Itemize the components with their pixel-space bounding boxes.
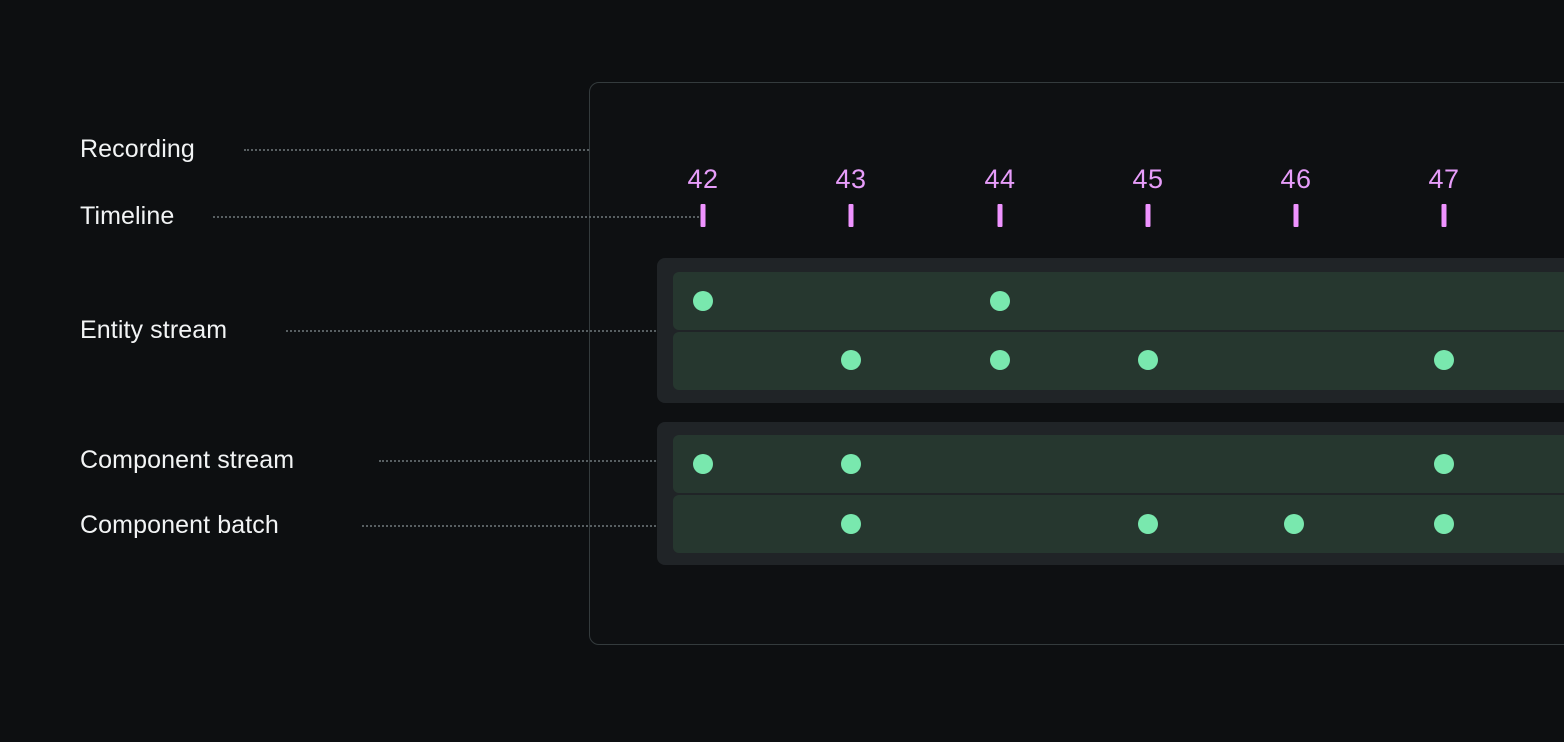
timeline-tick-label-42: 42 [687,164,719,194]
label-recording: Recording [80,135,195,163]
timeline-tick-mark-44[interactable] [997,204,1003,227]
event-dot[interactable] [1284,514,1304,534]
event-dot[interactable] [990,291,1010,311]
timeline-tick-mark-47[interactable] [1441,204,1447,227]
event-dot[interactable] [841,350,861,370]
timeline-tick-mark-42[interactable] [700,204,706,227]
entity-stream-track-2[interactable] [673,332,1564,390]
leader-line-component-batch [362,525,852,528]
event-dot[interactable] [1434,350,1454,370]
leader-line-component-stream [379,460,704,463]
timeline-tick-label-45: 45 [1132,164,1164,194]
event-dot[interactable] [841,514,861,534]
leader-line-timeline [213,216,703,219]
event-dot[interactable] [693,291,713,311]
timeline-tick-label-46: 46 [1280,164,1312,194]
leader-line-entity-stream [286,330,852,333]
event-dot[interactable] [990,350,1010,370]
leader-line-recording [244,149,589,152]
timeline-tick-label-44: 44 [984,164,1016,194]
label-component-stream: Component stream [80,446,295,474]
component-batch-track[interactable] [673,495,1564,553]
event-dot[interactable] [1434,454,1454,474]
timeline-tick-mark-46[interactable] [1293,204,1299,227]
event-dot[interactable] [1138,514,1158,534]
timeline-tick-mark-43[interactable] [848,204,854,227]
timeline-tick-label-47: 47 [1428,164,1460,194]
event-dot[interactable] [1138,350,1158,370]
component-stream-track[interactable] [673,435,1564,493]
event-dot[interactable] [693,454,713,474]
label-entity-stream: Entity stream [80,316,228,344]
entity-stream-track-1[interactable] [673,272,1564,330]
event-dot[interactable] [841,454,861,474]
timeline-tick-mark-45[interactable] [1145,204,1151,227]
label-component-batch: Component batch [80,511,279,539]
label-timeline: Timeline [80,202,175,230]
event-dot[interactable] [1434,514,1454,534]
timeline-tick-label-43: 43 [835,164,867,194]
